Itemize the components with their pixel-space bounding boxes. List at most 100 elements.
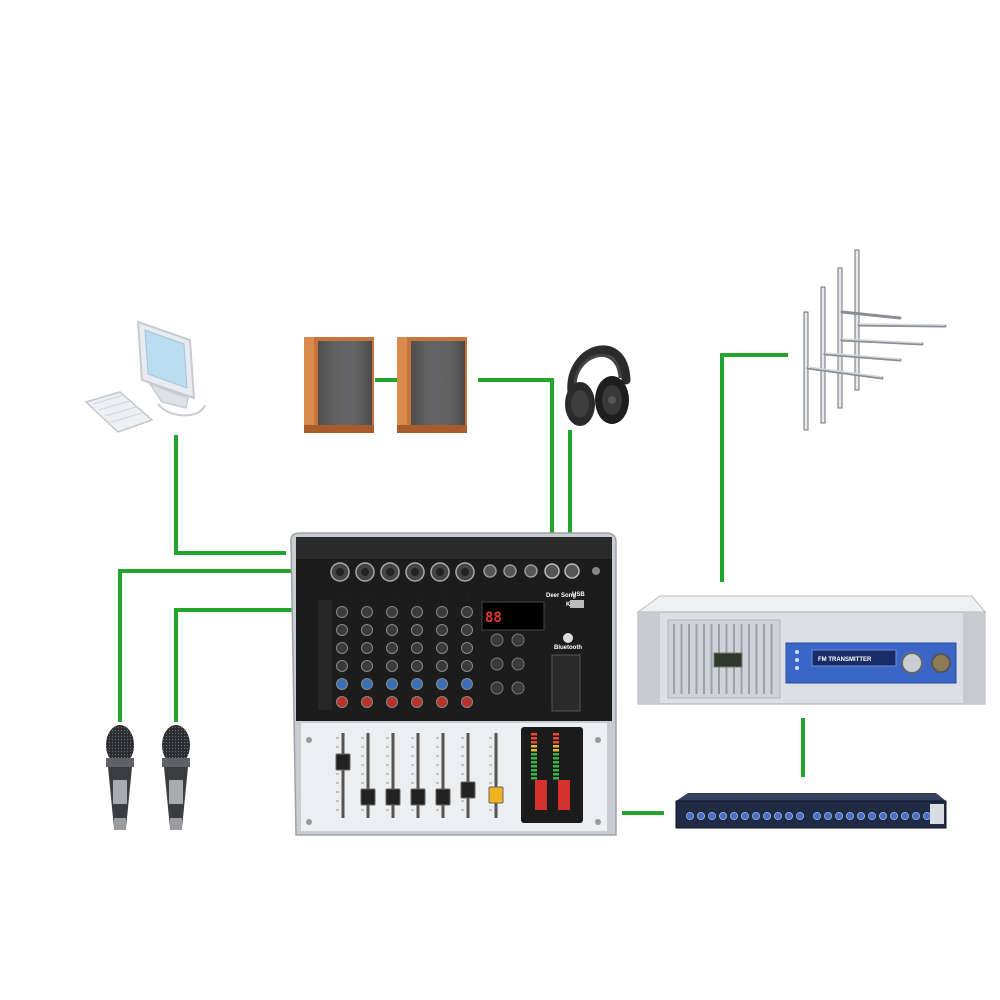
channel-number: 5 <box>442 592 446 598</box>
jack-center <box>336 568 344 576</box>
mixer-side-strip <box>318 600 332 710</box>
knob-icon <box>461 606 473 618</box>
processor-knobs <box>686 812 932 821</box>
knob-icon <box>411 678 423 690</box>
meter-segment <box>531 745 537 748</box>
knob-icon <box>336 660 348 672</box>
jack-center <box>461 568 469 576</box>
meter-segment <box>531 741 537 744</box>
knob-icon <box>763 812 772 821</box>
knob-icon <box>835 812 844 821</box>
channel-number: 6 <box>467 592 471 598</box>
meter-segment <box>553 749 559 752</box>
meter-segment <box>553 733 559 736</box>
jack-center <box>361 568 369 576</box>
meter-segment <box>553 753 559 756</box>
knob-icon <box>901 812 910 821</box>
jack-center <box>436 568 444 576</box>
microphone-2 <box>162 725 190 830</box>
knob-icon <box>336 696 348 708</box>
speaker-left <box>304 337 374 433</box>
knob-icon <box>386 606 398 618</box>
meter-segment <box>553 773 559 776</box>
fader-cap-icon <box>360 788 376 806</box>
meter-segment <box>553 741 559 744</box>
knob-icon <box>436 696 448 708</box>
knob-icon <box>361 642 373 654</box>
knob-icon <box>336 624 348 636</box>
knob-icon <box>890 812 899 821</box>
knob-icon <box>361 678 373 690</box>
knob-icon <box>708 812 717 821</box>
transmitter-display: FM TRANSMITTER <box>818 657 872 663</box>
knob-icon <box>386 696 398 708</box>
knob-icon <box>719 812 728 821</box>
knob-icon <box>752 812 761 821</box>
mixer-faders <box>335 733 504 818</box>
knob-icon <box>923 812 932 821</box>
mixer-input-jacks <box>330 562 475 582</box>
knob-icon <box>336 642 348 654</box>
knob-icon <box>461 678 473 690</box>
mixer-channel-numbers: 1 2 3 4 5 6 <box>342 592 471 598</box>
meter-segment <box>531 761 537 764</box>
knob-icon <box>386 624 398 636</box>
knob-icon <box>361 660 373 672</box>
meter-segment <box>531 769 537 772</box>
speaker-right <box>397 337 467 433</box>
mixer-brand: Deer Song <box>546 593 576 599</box>
knob-icon <box>411 660 423 672</box>
fader-track <box>441 733 445 818</box>
meter-segment <box>553 765 559 768</box>
knob-icon <box>730 812 739 821</box>
knob-icon <box>774 812 783 821</box>
knob-icon <box>436 660 448 672</box>
knob-icon <box>461 642 473 654</box>
knob-icon <box>461 624 473 636</box>
knob-icon <box>461 660 473 672</box>
meter-segment <box>531 777 537 780</box>
knob-icon <box>411 642 423 654</box>
audio-mixer-icon: 88 Deer Song KA-60 USB Bluetooth 1 2 <box>290 532 617 836</box>
yagi-antenna-icon <box>803 249 947 431</box>
fader-cap-icon <box>335 753 351 771</box>
fader-track <box>366 733 370 818</box>
meter-segment <box>553 761 559 764</box>
knob-icon <box>796 812 805 821</box>
fader-track <box>391 733 395 818</box>
knob-icon <box>386 660 398 672</box>
cables <box>118 353 805 815</box>
level-meters <box>531 733 559 780</box>
knob-icon <box>336 606 348 618</box>
mixer-bluetooth-label: Bluetooth <box>554 645 582 651</box>
mixer-output-jacks <box>483 563 600 579</box>
channel-number: 1 <box>342 592 346 598</box>
meter-segment <box>553 745 559 748</box>
meter-segment <box>531 753 537 756</box>
fader-cap-icon <box>435 788 451 806</box>
jack-center <box>411 568 419 576</box>
knob-icon <box>336 678 348 690</box>
meter-segment <box>553 737 559 740</box>
meter-segment <box>531 749 537 752</box>
knob-icon <box>857 812 866 821</box>
knob-icon <box>879 812 888 821</box>
speaker-icon <box>304 337 374 433</box>
fader-track <box>416 733 420 818</box>
meter-segment <box>531 765 537 768</box>
fm-transmitter: FM TRANSMITTER <box>636 595 987 705</box>
cable-antenna-to-transmitter <box>720 353 788 582</box>
headphones-icon <box>565 345 631 426</box>
bluetooth-icon <box>563 633 573 643</box>
fader-track <box>341 733 345 818</box>
meter-segment <box>531 733 537 736</box>
channel-number: 4 <box>417 592 421 598</box>
speaker-icon <box>397 337 467 433</box>
audio-processor-icon <box>675 793 947 829</box>
tuning-knob-icon <box>901 652 923 674</box>
knob-icon <box>824 812 833 821</box>
knob-icon <box>813 812 822 821</box>
knob-icon <box>436 624 448 636</box>
meter-segment <box>553 757 559 760</box>
